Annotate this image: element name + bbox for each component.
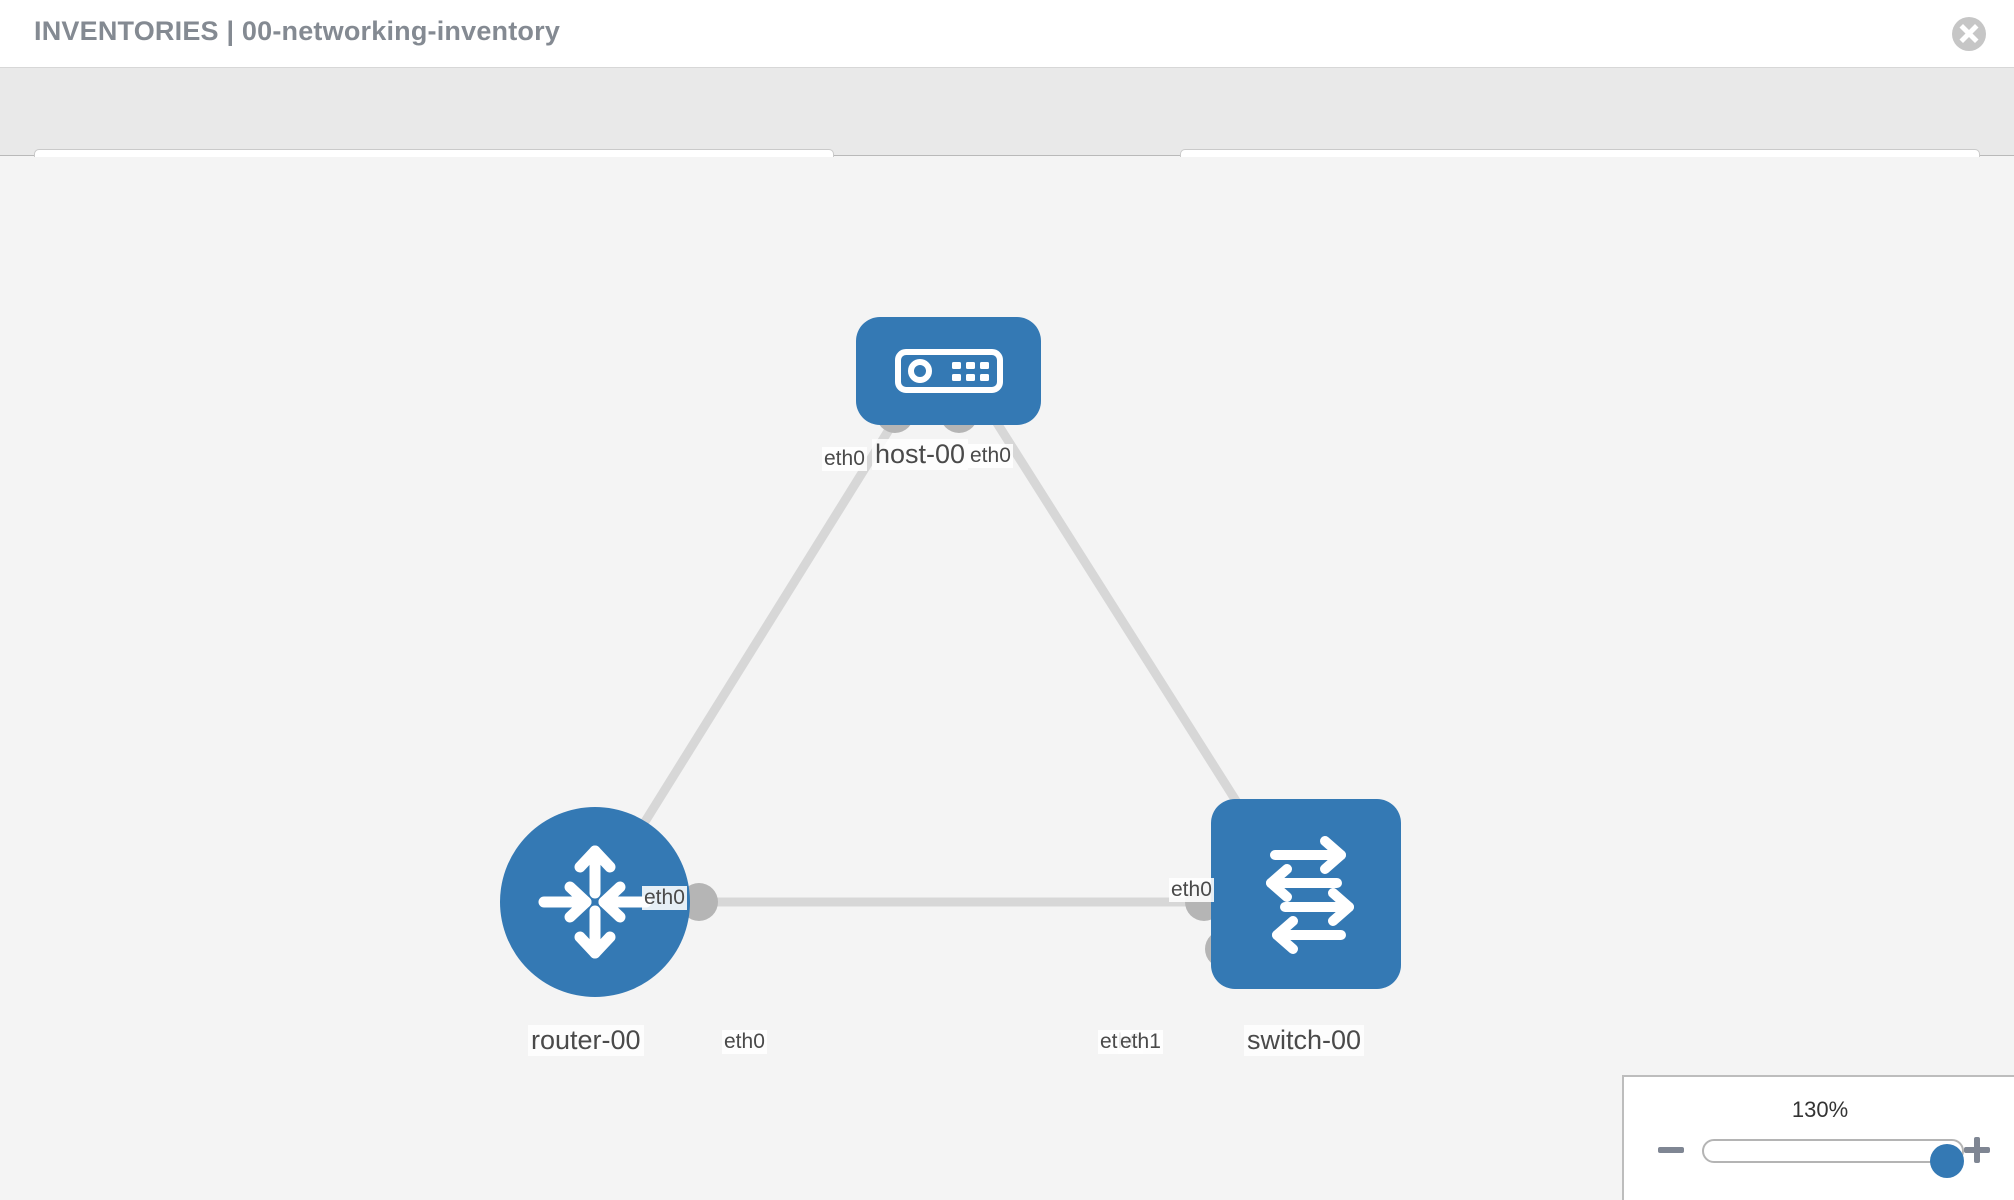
switch-arrows-icon	[1266, 836, 1354, 954]
topology-graph: host-00	[0, 157, 2014, 1200]
minus-icon	[1658, 1147, 1684, 1153]
close-icon[interactable]	[1952, 17, 1986, 51]
plus-icon	[1964, 1137, 1990, 1163]
router-arrows-icon	[538, 845, 652, 959]
router-node-shape[interactable]	[500, 807, 690, 997]
zoom-in-button[interactable]	[1960, 1133, 1994, 1167]
zoom-out-button[interactable]	[1654, 1133, 1688, 1167]
zoom-control-panel: 130%	[1622, 1075, 2014, 1200]
link-host-router	[591, 409, 904, 905]
zoom-slider-track[interactable]	[1702, 1139, 1964, 1178]
zoom-level-value: 130%	[1791, 1097, 1849, 1122]
switch-node-shape[interactable]	[1211, 799, 1401, 989]
zoom-slider-thumb[interactable]	[1930, 1144, 1964, 1178]
topology-canvas[interactable]: host-00	[0, 157, 2014, 1200]
page-title: INVENTORIES | 00-networking-inventory	[34, 16, 561, 46]
zoom-slider-row	[1624, 1131, 2014, 1178]
topology-links	[591, 409, 1304, 907]
toolbar: ACTIONS SEARCH	[0, 68, 2014, 201]
host-node-shape[interactable]	[856, 317, 1041, 425]
server-icon	[894, 349, 1003, 393]
page-header: INVENTORIES | 00-networking-inventory	[0, 0, 2014, 68]
